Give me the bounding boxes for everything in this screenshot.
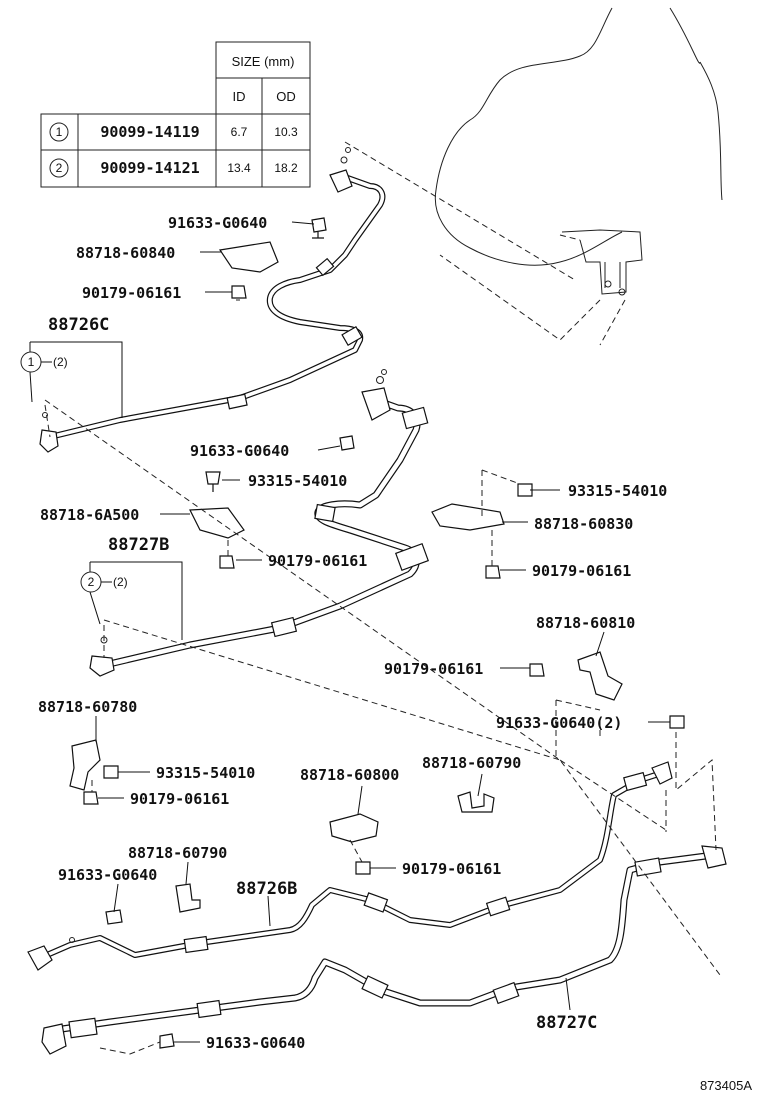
callouts: 1 (2) 2 (2) [20,351,128,593]
label-93315-54010-left: 93315-54010 [248,472,347,490]
label-93315-54010-right: 93315-54010 [568,482,667,500]
label-88718-60780: 88718-60780 [38,698,137,716]
bolt-91633-x2 [669,715,685,729]
bracket-88718-60810 [577,651,623,701]
callout-2-qty: (2) [113,575,128,589]
hose-88726C [39,147,386,453]
clamps-and-fasteners [69,217,685,1049]
nut-90179-lower [355,861,371,875]
table-row-2-part: 90099-14121 [100,159,199,177]
table-header-od: OD [276,89,296,104]
label-88726B: 88726B [236,879,297,899]
nut-90179-right [485,565,501,579]
callout-circle-2-number: 2 [88,575,95,589]
label-88727C: 88727C [536,1013,597,1033]
hose-88727C [41,845,727,1055]
label-88718-60800: 88718-60800 [300,766,399,784]
table-row-2-id: 13.4 [227,161,251,175]
table-row-2-mark: 2 [56,161,63,175]
table-row-1-mark-circle [49,122,69,142]
size-table: SIZE (mm) ID OD 1 90099-14119 6.7 10.3 2… [40,41,311,188]
table-row-1-id: 6.7 [231,125,248,139]
bracket-88718-60780 [69,739,101,791]
label-91633-G0640-middle: 91633-G0640 [190,442,289,460]
label-88718-60790-left: 88718-60790 [128,844,227,862]
label-88718-60840: 88718-60840 [76,244,175,262]
clamp-88718-60840 [218,241,279,273]
bolt-91633-bottom [159,1033,175,1049]
label-91633-G0640-lowerleft: 91633-G0640 [58,866,157,884]
nut-90179-midleft [219,555,235,569]
label-90179-06161-lowerleft: 90179-06161 [130,790,229,808]
table-row-1-part: 90099-14119 [100,123,199,141]
nut-90179-top [231,285,247,299]
label-93315-54010-lower: 93315-54010 [156,764,255,782]
bolt-91633-middle [339,435,355,451]
label-88726C: 88726C [48,315,109,335]
label-91633-G0640-x2: 91633-G0640(2) [496,714,622,732]
label-90179-06161-right: 90179-06161 [532,562,631,580]
table-row-1-od: 10.3 [274,125,298,139]
label-88718-60830: 88718-60830 [534,515,633,533]
nut-90179-midright [529,663,545,677]
table-row-2-od: 18.2 [274,161,298,175]
label-91633-G0640-top: 91633-G0640 [168,214,267,232]
screw-93315-lower [103,765,119,779]
screw-93315-left [205,471,221,492]
clamp-88718-60790-left [175,883,201,913]
nut-90179-lower-left [83,791,99,805]
label-88718-60790-right: 88718-60790 [422,754,521,772]
label-90179-06161-midleft: 90179-06161 [268,552,367,570]
table-header-id: ID [233,89,246,104]
table-header-size: SIZE (mm) [232,54,295,69]
callout-circle-1-number: 1 [28,355,35,369]
label-90179-06161-midright: 90179-06161 [384,660,483,678]
label-90179-06161-lower: 90179-06161 [402,860,501,878]
callout-1-qty: (2) [53,355,68,369]
label-91633-G0640-bottom: 91633-G0640 [206,1034,305,1052]
clamp-88718-60790-right [457,791,495,813]
part-labels: 91633-G0640 88718-60840 90179-06161 8872… [38,214,752,1093]
reference-code: 873405A [700,1078,752,1093]
hose-88727B [89,369,430,677]
label-88718-60810: 88718-60810 [536,614,635,632]
label-90179-06161-top: 90179-06161 [82,284,181,302]
bolt-91633-top [311,217,327,239]
clamp-88718-60830 [431,503,505,531]
bracket-88718-60800 [329,813,379,843]
hose-88726B [27,761,673,971]
bolt-91633-lowerleft [105,909,123,925]
table-row-2-mark-circle [49,158,69,178]
label-88727B: 88727B [108,535,169,555]
dashed-guides [44,299,721,1055]
screw-93315-right [517,483,533,497]
table-row-1-mark: 1 [56,125,63,139]
label-88718-6A500: 88718-6A500 [40,506,139,524]
leader-lines [29,221,670,1043]
engine-outline [344,7,723,346]
